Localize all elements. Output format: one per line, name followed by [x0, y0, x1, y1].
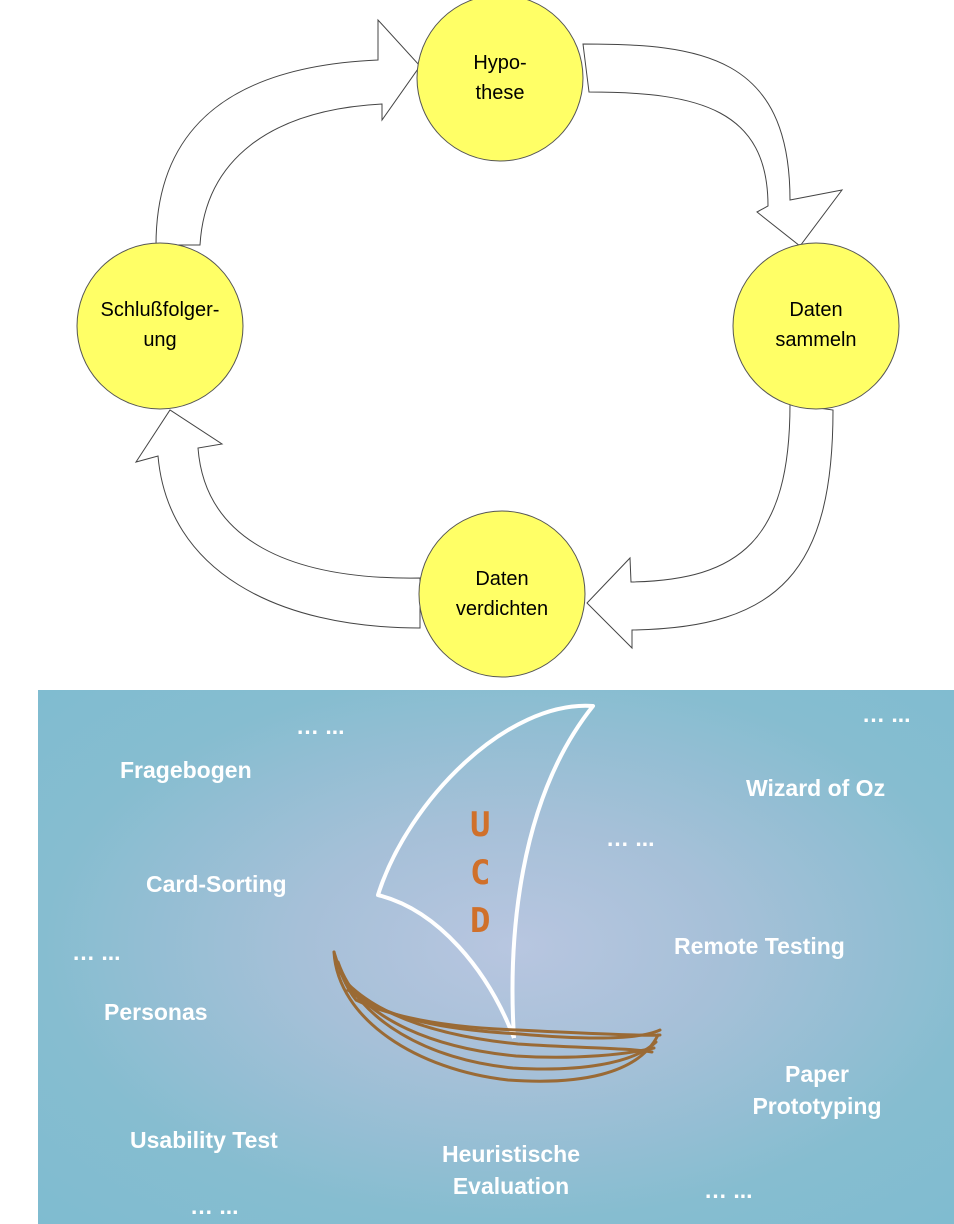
- node-label-schlussfolgerung: Schlußfolger- ung: [80, 295, 240, 355]
- ellipsis-top-center: … ...: [296, 713, 345, 739]
- node-label-daten-sammeln: Daten sammeln: [736, 295, 896, 355]
- node-label-line: Hypo-: [473, 52, 527, 74]
- ellipsis-middle: … ...: [606, 825, 655, 851]
- node-label-daten-verdichten: Daten verdichten: [422, 564, 582, 624]
- node-label-line: ung: [143, 329, 177, 351]
- boat-hull: [332, 950, 662, 1083]
- node-label-line: Schlußfolger-: [100, 299, 220, 321]
- arrow-daten-sammeln-to-daten-verdichten: [586, 403, 834, 650]
- method-fragebogen: Fragebogen: [120, 757, 252, 783]
- method-heuristische-line2: Evaluation: [452, 1173, 570, 1199]
- sail-letters: U C D: [470, 805, 490, 941]
- arrow-hypothese-to-daten-sammeln: [582, 43, 844, 247]
- sail-letter-u: U: [470, 805, 490, 845]
- arrow-daten-verdichten-to-schlussfolgerung: [134, 409, 421, 629]
- method-paper-line1: Paper: [785, 1061, 849, 1087]
- node-label-line: Daten: [475, 568, 529, 590]
- sail-letter-c: C: [470, 853, 490, 893]
- method-paper-prototyping: Paper Prototyping: [732, 1058, 902, 1122]
- node-label-hypothese: Hypo- these: [420, 48, 580, 108]
- node-label-line: Daten: [789, 299, 843, 321]
- ucd-boat-illustration: U C D: [332, 703, 662, 1083]
- sail-letter-d: D: [470, 901, 490, 941]
- ellipsis-left: … ...: [72, 939, 121, 965]
- method-paper-line2: Prototyping: [752, 1093, 882, 1119]
- ellipsis-bottom-right: … ...: [704, 1177, 753, 1203]
- node-daten-sammeln: [732, 242, 900, 410]
- sail: [376, 703, 595, 1039]
- research-cycle-diagram: [76, 0, 900, 678]
- ellipsis-top-right: … ...: [862, 701, 911, 727]
- node-hypothese: [416, 0, 584, 162]
- node-schlussfolgerung: [76, 242, 244, 410]
- method-usability-test: Usability Test: [130, 1127, 278, 1153]
- arrow-schlussfolgerung-to-hypothese: [155, 18, 421, 246]
- node-label-line: verdichten: [455, 598, 549, 620]
- node-label-line: sammeln: [775, 329, 857, 351]
- method-heuristische-line1: Heuristische: [441, 1141, 581, 1167]
- method-card-sorting: Card-Sorting: [146, 871, 287, 897]
- method-wizard-of-oz: Wizard of Oz: [746, 775, 886, 801]
- node-label-line: these: [475, 82, 525, 104]
- ucd-methods-panel: U C D … ... … ... Fragebogen Wizard of O…: [38, 690, 954, 1224]
- method-personas: Personas: [104, 999, 208, 1025]
- method-heuristische-evaluation: Heuristische Evaluation: [416, 1138, 606, 1202]
- method-remote-testing: Remote Testing: [674, 933, 845, 959]
- ellipsis-bottom-left: … ...: [190, 1193, 239, 1219]
- node-daten-verdichten: [418, 510, 586, 678]
